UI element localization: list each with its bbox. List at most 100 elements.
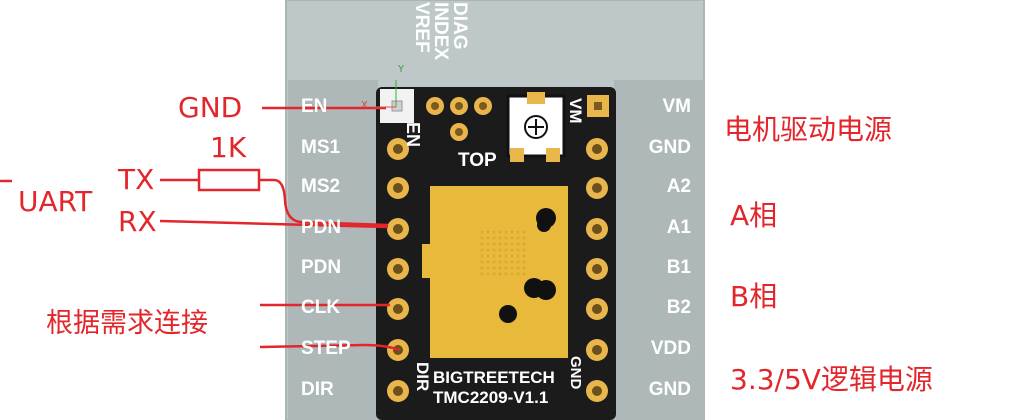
thermal-via <box>510 248 514 252</box>
tx-wire-right <box>259 178 389 227</box>
thermal-via <box>480 230 484 234</box>
thermal-via <box>516 248 520 252</box>
right-pin-pad-hole <box>592 304 602 314</box>
annotation-logic-power: 3.3/5V逻辑电源 <box>730 363 933 396</box>
annotation-as-needed: 根据需求连接 <box>46 308 208 339</box>
silk-model: TMC2209-V1.1 <box>433 388 549 407</box>
chip-hole <box>499 305 517 323</box>
annotation-gnd: GND <box>178 91 243 124</box>
thermal-via <box>504 236 508 240</box>
right-pin-pad-hole <box>592 345 602 355</box>
right-pin-label: VM <box>662 96 692 117</box>
thermal-via <box>516 254 520 258</box>
thermal-via <box>486 254 490 258</box>
thermal-via <box>498 254 502 258</box>
right-pin-pad-hole <box>592 264 602 274</box>
left-pin-label: STEP <box>301 338 351 359</box>
left-pin-pad-hole <box>393 183 403 193</box>
left-pin-label: MS2 <box>301 176 341 197</box>
right-pad-column <box>586 138 608 402</box>
thermal-via <box>492 230 496 234</box>
resistor-1k <box>197 168 261 192</box>
thermal-via <box>504 248 508 252</box>
module-left-panel <box>288 80 378 420</box>
chip-tab-left <box>422 244 432 278</box>
left-pin-label: DIR <box>301 379 334 400</box>
thermal-via <box>486 230 490 234</box>
top-pad-hole <box>455 128 463 136</box>
thermal-via <box>504 260 508 264</box>
annotation-uart: UART <box>18 185 93 218</box>
thermal-via <box>510 266 514 270</box>
top-pad-hole <box>479 102 487 110</box>
right-pin-label: GND <box>648 379 691 400</box>
en-marker-inner <box>391 100 403 112</box>
thermal-via <box>522 254 526 258</box>
thermal-via <box>486 236 490 240</box>
potentiometer-tab-top <box>527 92 545 104</box>
thermal-via <box>492 260 496 264</box>
thermal-via <box>498 230 502 234</box>
thermal-via <box>516 236 520 240</box>
left-pin-pad-hole <box>393 264 403 274</box>
left-pin-label: PDN <box>301 217 342 238</box>
thermal-via <box>510 242 514 246</box>
annotation-motor-power: 电机驱动电源 <box>724 113 893 146</box>
left-pin-pad-hole <box>393 304 403 314</box>
thermal-via <box>510 230 514 234</box>
annotation-rx: RX <box>118 205 157 238</box>
module-right-panel <box>614 80 704 420</box>
annotation-tx: TX <box>118 163 155 196</box>
silk-top: TOP <box>458 150 497 171</box>
chip-hole <box>536 280 556 300</box>
thermal-via <box>522 242 526 246</box>
left-pin-label: CLK <box>301 297 341 318</box>
right-pin-label: A1 <box>666 217 691 238</box>
potentiometer-tab-br <box>546 148 560 162</box>
thermal-via <box>498 242 502 246</box>
thermal-via <box>516 242 520 246</box>
thermal-via <box>498 260 502 264</box>
potentiometer-tab-bl <box>510 148 524 162</box>
thermal-via <box>480 242 484 246</box>
right-pin-pad-hole <box>592 224 602 234</box>
thermal-via <box>504 254 508 258</box>
thermal-via <box>480 254 484 258</box>
annotation-phase-a: A相 <box>730 199 778 232</box>
left-pin-pad-hole <box>393 386 403 396</box>
top-edge-label-index: INDEX <box>430 2 451 61</box>
thermal-via <box>498 236 502 240</box>
top-edge-label-diag: DIAG <box>449 2 470 50</box>
left-pad-column <box>387 138 409 402</box>
thermal-via <box>492 248 496 252</box>
right-pin-pad-hole <box>592 183 602 193</box>
thermal-via <box>504 230 508 234</box>
rx-wire <box>159 219 389 229</box>
top-pad-hole <box>431 102 439 110</box>
thermal-via <box>486 248 490 252</box>
thermal-via <box>522 260 526 264</box>
silk-dir: DIR <box>413 362 432 392</box>
left-pin-label: EN <box>301 96 328 117</box>
thermal-via <box>492 242 496 246</box>
thermal-via <box>480 248 484 252</box>
chip-hole <box>537 218 551 232</box>
thermal-via <box>516 230 520 234</box>
thermal-via <box>486 266 490 270</box>
thermal-via <box>486 242 490 246</box>
thermal-via <box>486 260 490 264</box>
silk-gnd: GND <box>567 356 584 390</box>
left-pin-label: PDN <box>301 257 342 278</box>
left-pin-label: MS1 <box>301 137 341 158</box>
thermal-via <box>492 254 496 258</box>
right-pin-pad-hole <box>592 386 602 396</box>
chip-thermal-vias <box>480 230 526 276</box>
vm-square-pad-hole <box>594 102 602 110</box>
right-pin-label: B1 <box>666 257 691 278</box>
thermal-via <box>510 260 514 264</box>
right-pin-label: GND <box>648 137 691 158</box>
annotation-phase-b: B相 <box>730 280 778 313</box>
thermal-via <box>480 260 484 264</box>
